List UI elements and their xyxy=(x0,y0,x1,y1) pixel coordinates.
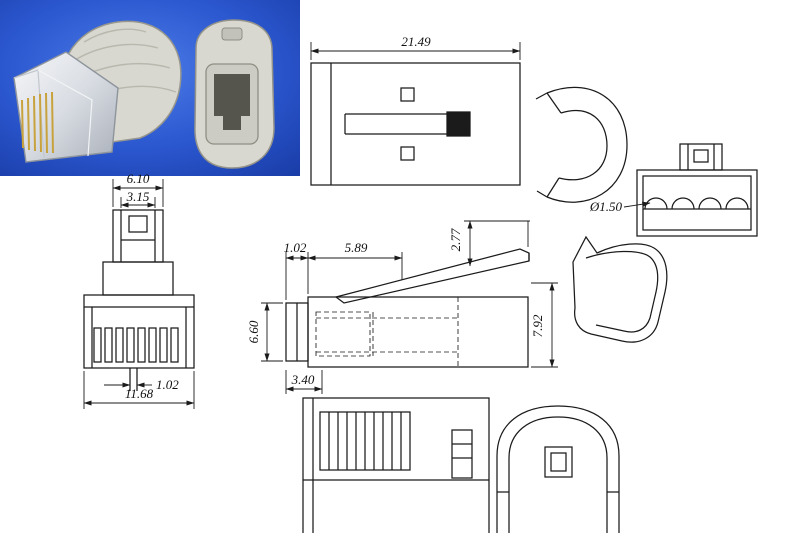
boot-top-notch xyxy=(221,27,243,41)
dim-pin-pitch-text: 1.02 xyxy=(156,377,179,392)
top-view xyxy=(310,62,521,186)
dim-tab-outer-width: 6.10 xyxy=(112,171,164,207)
dim-latch-span: 5.89 xyxy=(307,240,403,280)
dim-tab-outer-width-text: 6.10 xyxy=(127,171,150,186)
metal-highlight xyxy=(37,69,93,157)
dim-top-length: 21.49 xyxy=(310,34,521,60)
boot-rib xyxy=(83,28,147,43)
bottom-view-contact-comb xyxy=(328,412,402,470)
boot-rear-view xyxy=(496,405,620,533)
dim-pin-pitch: 1.02 xyxy=(104,377,179,392)
dim-tab-inner-width-text: 3.15 xyxy=(126,189,150,204)
side-view xyxy=(285,248,530,368)
dim-top-length-text: 21.49 xyxy=(401,34,431,49)
dim-body-width-text: 11.68 xyxy=(125,386,154,401)
boot-side-view xyxy=(572,235,668,343)
product-photo xyxy=(0,0,300,176)
dim-nose-length-text: 3.40 xyxy=(291,372,315,387)
dim-nose-length: 3.40 xyxy=(285,370,323,394)
boot-rib xyxy=(71,43,159,63)
front-view-shielded xyxy=(636,143,758,237)
dim-hole-diameter-text: Ø1.50 xyxy=(589,199,623,214)
dim-body-width: 11.68 xyxy=(83,371,195,409)
dim-tab-inner-width: 3.15 xyxy=(120,189,156,208)
dim-latch-height: 2.77 xyxy=(448,220,530,267)
dim-overall-height-text: 7.92 xyxy=(530,314,545,337)
dim-front-height: 6.60 xyxy=(246,302,283,362)
dim-hole-diameter: Ø1.50 xyxy=(589,199,651,214)
dim-front-height-text: 6.60 xyxy=(246,320,261,343)
dim-latch-height-text: 2.77 xyxy=(448,228,463,251)
front-view xyxy=(83,209,195,391)
dim-latch-span-text: 5.89 xyxy=(345,240,368,255)
boot-top-view xyxy=(535,86,628,203)
dim-nose-offset-text: 1.02 xyxy=(284,240,307,255)
boot-cavity xyxy=(214,74,250,130)
connector-pins xyxy=(21,91,54,154)
dim-overall-height: 7.92 xyxy=(530,282,558,368)
bottom-view xyxy=(302,397,490,533)
dim-nose-offset: 1.02 xyxy=(284,240,309,300)
front-view-pins xyxy=(93,327,179,363)
